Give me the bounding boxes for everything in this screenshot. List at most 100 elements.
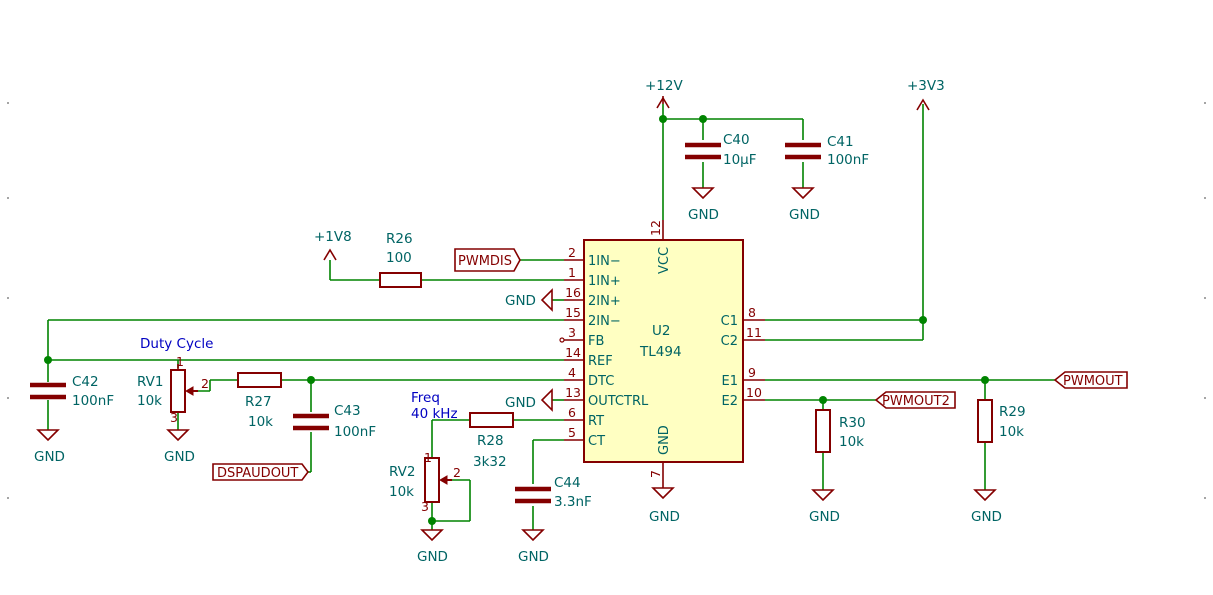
c41-value: 100nF — [827, 152, 869, 168]
r27-ref: R27 — [245, 394, 272, 410]
gnd-label: GND — [809, 509, 840, 525]
gnd-label: GND — [688, 207, 719, 223]
gnd-label: GND — [789, 207, 820, 223]
resistor-r30[interactable]: R30 10k — [815, 409, 866, 453]
net-label-dspaudout[interactable]: DSPAUDOUT — [212, 463, 309, 481]
ic-pin-num: 16 — [565, 285, 581, 300]
resistor-r29[interactable]: R29 10k — [977, 399, 1026, 443]
r29-ref: R29 — [999, 404, 1026, 420]
ic-pin-num: 3 — [568, 325, 576, 340]
ic-pin-name: RT — [588, 414, 604, 429]
gnd-label: GND — [34, 449, 65, 465]
ic-value: TL494 — [639, 344, 682, 360]
ic-pin-num: 15 — [565, 305, 581, 320]
capacitor-c44[interactable]: C44 3.3nF — [515, 475, 592, 510]
ic-pin-name: 2IN+ — [588, 294, 621, 309]
rv1-pin3: 3 — [170, 410, 178, 425]
ic-pin-name: VCC — [657, 247, 672, 274]
potentiometer-rv1[interactable]: 1 2 3 RV1 10k — [137, 354, 209, 425]
gnd-label: GND — [164, 449, 195, 465]
ic-pin-name: 1IN− — [588, 254, 621, 269]
r28-ref: R28 — [477, 433, 504, 449]
gnd-label: GND — [505, 395, 536, 411]
gnd-symbols — [36, 187, 997, 542]
gnd-label: GND — [649, 509, 680, 525]
ic-pin-name: E2 — [722, 394, 739, 409]
c40-value: 10µF — [723, 152, 757, 168]
power-1v8-label: +1V8 — [314, 229, 352, 245]
power-12v: +12V — [645, 78, 683, 109]
ic-pin-name: CT — [588, 434, 605, 449]
ic-pin-name: DTC — [588, 374, 614, 389]
r26-value: 100 — [386, 250, 412, 266]
pwmout-text: PWMOUT — [1063, 374, 1123, 389]
r30-value: 10k — [839, 434, 864, 450]
gnd-label: GND — [417, 549, 448, 565]
rv2-pin3: 3 — [421, 499, 429, 514]
note-duty-cycle: Duty Cycle — [140, 336, 213, 352]
gnd-label: GND — [505, 293, 536, 309]
note-freq: Freq — [411, 390, 440, 406]
ic-pin-num: 2 — [568, 245, 576, 260]
r27-value: 10k — [248, 414, 273, 430]
ic-pin-name: C2 — [721, 334, 738, 349]
power-3v3-label: +3V3 — [907, 78, 945, 94]
net-label-pwmout[interactable]: PWMOUT — [1053, 371, 1128, 389]
ic-pin-name: 1IN+ — [588, 274, 621, 289]
rv1-value: 10k — [137, 393, 162, 409]
wires — [47, 104, 1055, 530]
ic-pin-num: 13 — [565, 385, 581, 400]
junctions — [44, 115, 989, 525]
c42-ref: C42 — [72, 374, 99, 390]
c43-ref: C43 — [334, 403, 361, 419]
ic-pin-num: 5 — [568, 425, 576, 440]
ic-pin-num: 8 — [748, 305, 756, 320]
ic-pin-name: REF — [588, 354, 613, 369]
ic-pin-num: 6 — [568, 405, 576, 420]
gnd-label: GND — [518, 549, 549, 565]
rv1-pin1: 1 — [176, 354, 184, 369]
ic-pin-name: 2IN− — [588, 314, 621, 329]
capacitor-c42[interactable]: C42 100nF — [30, 374, 114, 409]
rv2-pin2: 2 — [453, 465, 461, 480]
potentiometer-rv2[interactable]: 1 2 3 RV2 10k — [389, 450, 461, 514]
c44-value: 3.3nF — [554, 494, 592, 510]
resistor-r28[interactable]: R28 3k32 — [469, 412, 514, 470]
r29-value: 10k — [999, 424, 1024, 440]
c43-value: 100nF — [334, 424, 376, 440]
r30-ref: R30 — [839, 415, 866, 431]
ic-pin-num: 1 — [568, 265, 576, 280]
rv2-ref: RV2 — [389, 464, 415, 480]
c40-ref: C40 — [723, 132, 750, 148]
ic-left-pins — [559, 259, 584, 441]
r26-ref: R26 — [386, 231, 413, 247]
rv2-value: 10k — [389, 484, 414, 500]
ic-pin-name: FB — [588, 334, 604, 349]
ic-pin-num: 10 — [746, 385, 762, 400]
capacitor-c41[interactable]: C41 100nF — [785, 134, 869, 168]
pwmdis-text: PWMDIS — [458, 254, 512, 269]
ic-u2[interactable]: 2 1 16 15 3 14 4 13 6 5 1IN− 1IN+ 2IN+ 2… — [559, 220, 765, 488]
ic-pin-num: 12 — [648, 220, 663, 236]
r28-value: 3k32 — [473, 454, 507, 470]
power-12v-label: +12V — [645, 78, 683, 94]
resistor-r27[interactable]: R27 10k — [237, 372, 282, 430]
capacitor-c40[interactable]: C40 10µF — [685, 132, 757, 168]
net-label-pwmdis[interactable]: PWMDIS — [454, 248, 521, 272]
c41-ref: C41 — [827, 134, 854, 150]
c44-ref: C44 — [554, 475, 581, 491]
c42-value: 100nF — [72, 393, 114, 409]
resistor-r26[interactable]: R26 100 — [379, 231, 422, 288]
ic-pin-name: OUTCTRL — [588, 394, 649, 409]
net-label-pwmout2[interactable]: PWMOUT2 — [874, 391, 956, 409]
capacitor-c43[interactable]: C43 100nF — [293, 403, 376, 440]
ic-pin-num: 4 — [568, 365, 576, 380]
note-freq-value: 40 kHz — [411, 406, 458, 422]
ic-pin-name: C1 — [721, 314, 738, 329]
ic-right-pins — [743, 319, 765, 401]
ic-pin-num: 11 — [746, 325, 762, 340]
power-3v3: +3V3 — [907, 78, 945, 111]
gnd-labels: GND GND GND GND GND GND GND GND GND GND … — [34, 207, 1002, 565]
ic-pin-num: 9 — [748, 365, 756, 380]
